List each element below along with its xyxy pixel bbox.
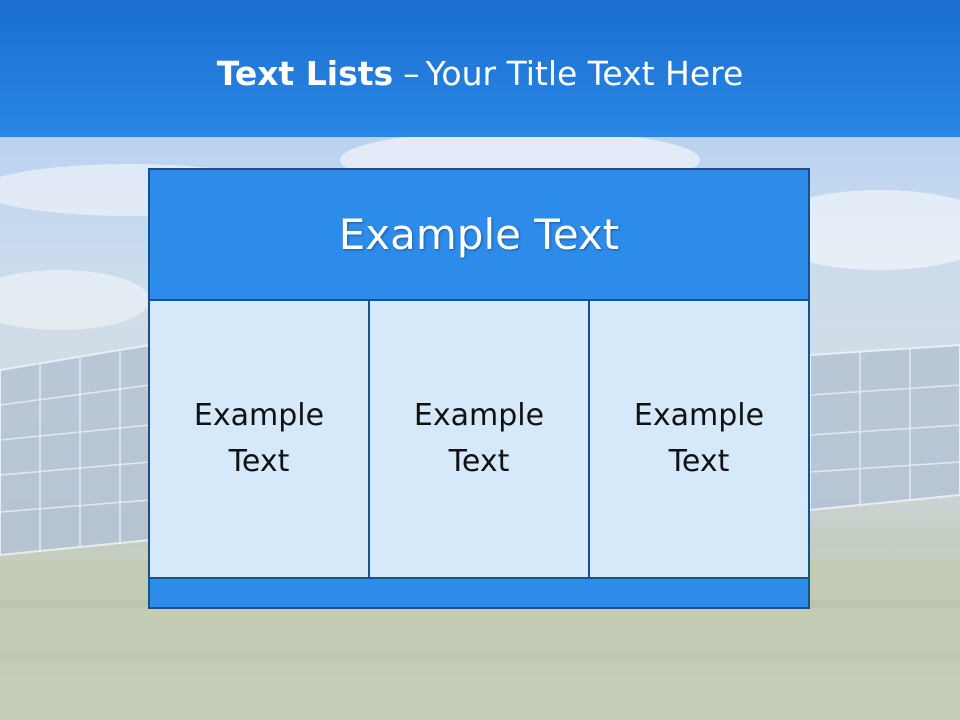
box-cell-3: Example Text [588,301,808,577]
box-header: Example Text [150,170,808,301]
cell-3-line1: Example [633,398,765,433]
title-rest: Your Title Text Here [425,54,744,93]
cell-1-line2: Text [228,444,290,479]
slide-title: Text Lists–Your Title Text Here [0,54,960,93]
title-bar [0,0,960,137]
text-list-box: Example Text Example Text Example Text E… [148,168,810,609]
cell-2-line2: Text [448,444,510,479]
title-dash: – [403,54,420,93]
box-cell-2: Example Text [368,301,588,577]
title-strong: Text Lists [216,54,394,93]
cell-3-line2: Text [668,444,730,479]
box-cells: Example Text Example Text Example Text [150,301,808,577]
box-footer-bar [150,577,808,607]
box-cell-1: Example Text [150,301,368,577]
cell-2-line1: Example [413,398,545,433]
cell-1-line1: Example [193,398,325,433]
